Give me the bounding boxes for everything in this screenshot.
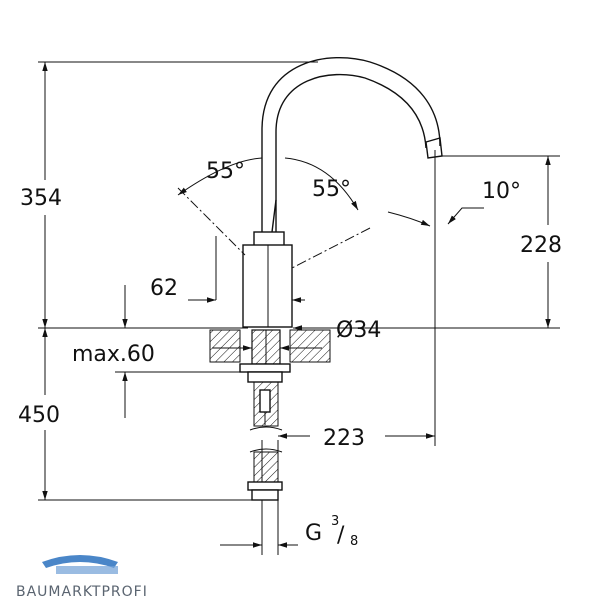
dim-spout-angle: 10° (482, 179, 521, 204)
dim-spout-height: 228 (520, 233, 562, 258)
dimension-labels: 354 228 55° 55° 10° 62 Ø34 max.60 450 22… (18, 159, 562, 549)
dim-thread-numerator: 3 (331, 514, 339, 529)
dim-angle-right: 55° (312, 177, 351, 202)
dim-angle-left: 55° (206, 159, 245, 184)
lever-handle (253, 231, 285, 247)
dim-lever-offset: 62 (150, 276, 178, 301)
swivel-angle-lines (177, 157, 484, 300)
dim-total-height: 354 (20, 186, 62, 211)
extension-lines (38, 61, 560, 555)
dim-spout-reach: 223 (323, 426, 365, 451)
dim-thread-slash: / (337, 523, 345, 548)
dimension-arrows (42, 62, 551, 548)
dim-tap-hole-diameter: Ø34 (336, 318, 381, 343)
countertop-section (209, 329, 331, 383)
watermark-text: BAUMARKTPROFI (16, 584, 148, 600)
faucet-body (242, 56, 443, 328)
dim-hose-length: 450 (18, 403, 60, 428)
dim-max-deck-thickness: max.60 (72, 342, 155, 367)
supply-hoses (247, 381, 283, 501)
dim-connection-thread: G (305, 521, 322, 546)
dim-thread-denominator: 8 (350, 534, 358, 549)
watermark-roof-icon (42, 555, 118, 568)
watermark-logo: BAUMARKTPROFI (16, 555, 148, 600)
